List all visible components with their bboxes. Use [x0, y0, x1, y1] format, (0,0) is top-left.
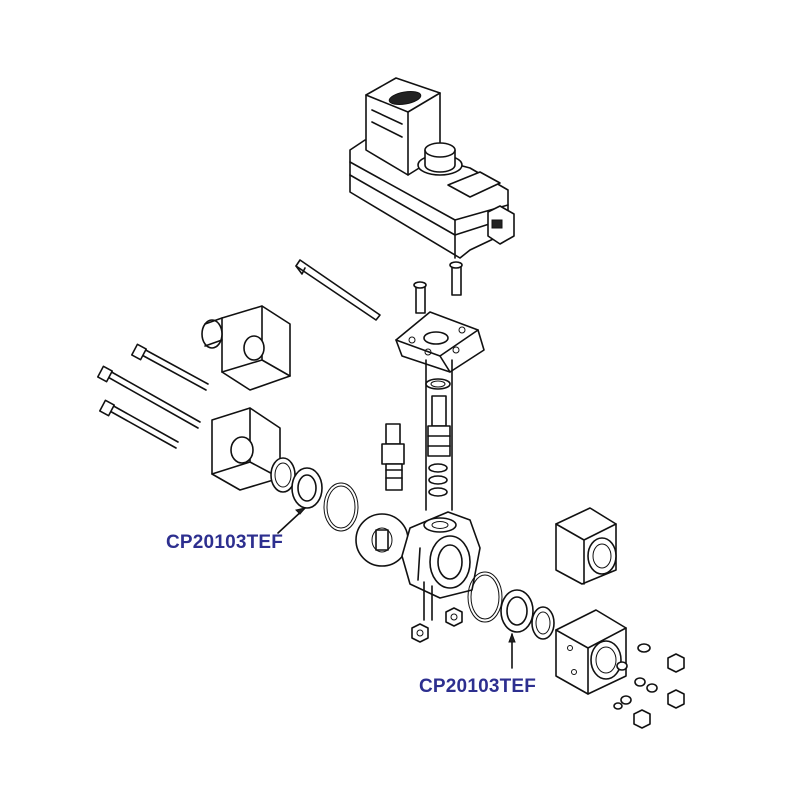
right-lower-flange — [555, 609, 627, 695]
valve-body — [401, 511, 481, 621]
spare-stem — [381, 423, 405, 491]
electric-actuator — [349, 77, 515, 259]
left-lower-flange — [211, 407, 281, 491]
mounting-bracket — [395, 311, 485, 511]
left-upper-flange — [201, 305, 291, 391]
nut-washer-set — [613, 643, 685, 729]
tie-bolts — [96, 343, 209, 449]
valve-stem — [425, 378, 451, 497]
callout-label-right-seal: CP20103TEF — [419, 676, 537, 697]
right-seal-set — [467, 571, 555, 669]
body-nuts — [411, 607, 463, 643]
right-upper-flange — [555, 507, 617, 585]
valve-ball — [355, 513, 409, 567]
hex-key-tool — [295, 259, 381, 321]
callout-label-left-seal: CP20103TEF — [166, 532, 284, 553]
left-seal-set — [270, 457, 359, 534]
mounting-screws — [413, 261, 463, 314]
